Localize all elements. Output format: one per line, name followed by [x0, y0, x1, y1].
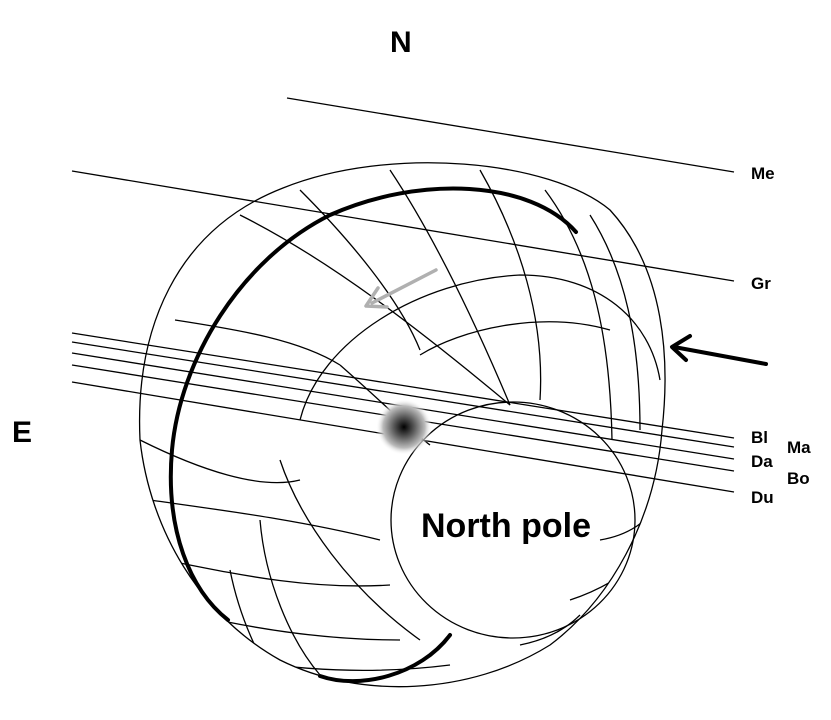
highlighted-meridian [168, 186, 578, 622]
track-label-du: Du [751, 488, 774, 507]
track-label-ma: Ma [787, 438, 811, 457]
track-label-da: Da [751, 452, 773, 471]
track-line-gr [71, 170, 735, 282]
dark-spot [376, 399, 432, 455]
north-pole-label: North pole [421, 507, 591, 545]
track-line-ma [71, 341, 735, 448]
arrow-left-icon [670, 334, 768, 366]
arrow-down-left-icon [364, 268, 438, 309]
highlighted-meridian-lower [318, 633, 452, 684]
north-label: N [390, 26, 412, 59]
track-label-bo: Bo [787, 469, 810, 488]
track-line-bl [71, 332, 735, 439]
globe-outline [138, 162, 666, 688]
track-line-me [286, 97, 735, 173]
track-label-bl: Bl [751, 428, 768, 447]
track-label-gr: Gr [751, 274, 771, 293]
east-label: E [12, 416, 32, 449]
track-label-me: Me [751, 164, 775, 183]
north-pole-cap [390, 401, 636, 639]
